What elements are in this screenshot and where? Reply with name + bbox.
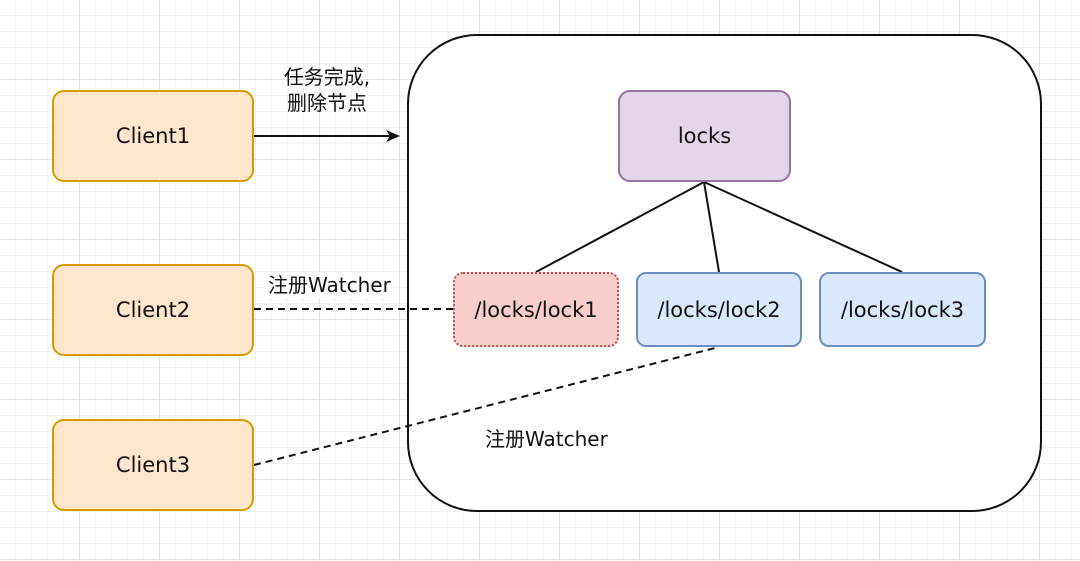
lock3-label: /locks/lock3 xyxy=(840,297,965,322)
client3-node: Client3 xyxy=(52,419,254,511)
register-watcher-label-2: 注册Watcher xyxy=(485,427,608,451)
client1-label: Client1 xyxy=(115,124,191,148)
task-complete-label: 任务完成, 删除节点 xyxy=(262,64,392,116)
lock2-label: /locks/lock2 xyxy=(657,297,781,322)
lock1-node: /locks/lock1 xyxy=(453,272,619,347)
task-complete-line2: 删除节点 xyxy=(287,91,367,115)
lock3-node: /locks/lock3 xyxy=(819,272,986,347)
lock1-label: /locks/lock1 xyxy=(474,297,598,322)
client2-label: Client2 xyxy=(115,298,191,322)
lock2-node: /locks/lock2 xyxy=(636,272,802,347)
locks-root-label: locks xyxy=(677,124,732,148)
edge-locks-lock1 xyxy=(535,181,705,273)
edge-locks-lock3 xyxy=(703,181,903,273)
client3-label: Client3 xyxy=(115,453,191,477)
client1-node: Client1 xyxy=(52,90,254,182)
client2-node: Client2 xyxy=(52,264,254,356)
edge-locks-lock2 xyxy=(703,181,720,273)
register-watcher-label-1: 注册Watcher xyxy=(266,272,393,298)
locks-root-node: locks xyxy=(618,90,791,182)
watch-edge-client3-lock2 xyxy=(253,346,720,466)
task-complete-line1: 任务完成, xyxy=(283,65,371,89)
